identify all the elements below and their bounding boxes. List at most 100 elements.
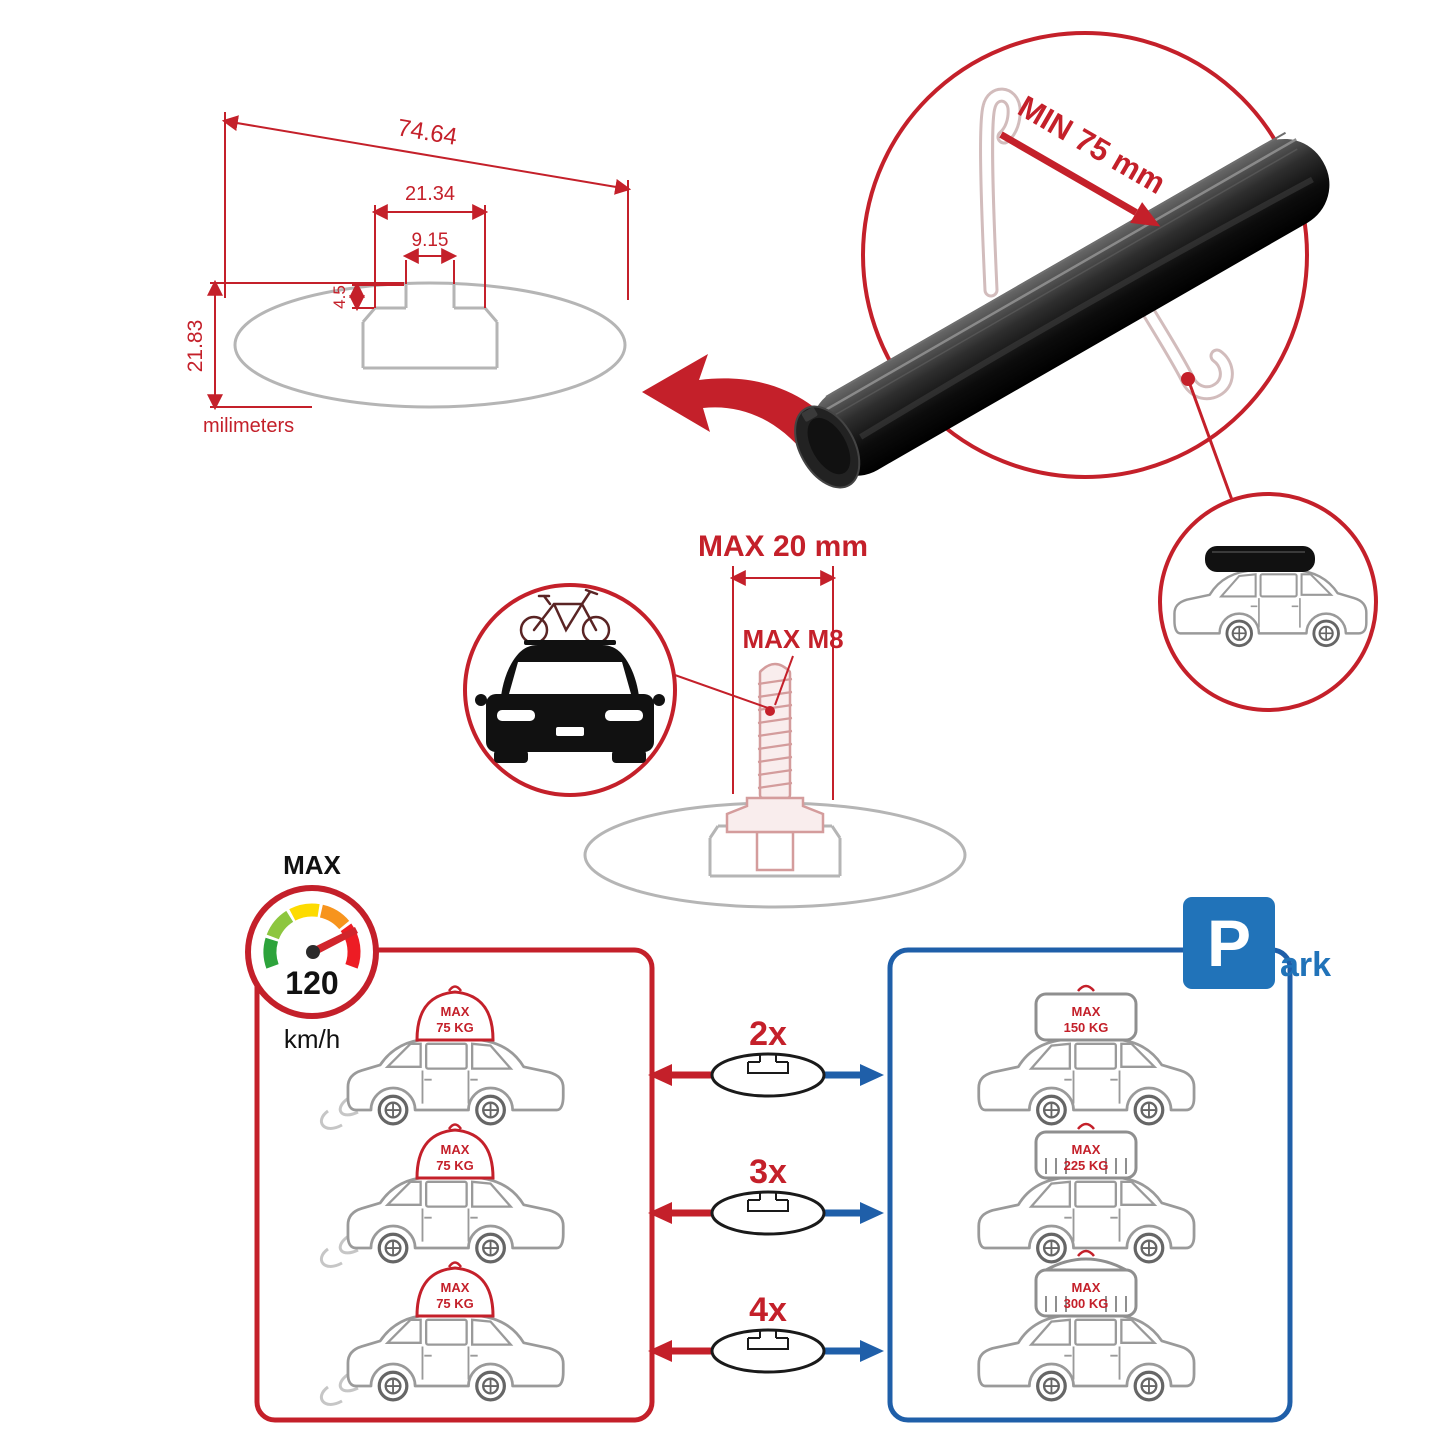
parking-letter: P [1207,906,1251,980]
right-car-3: MAX 300 KG [977,1249,1196,1402]
multiplier-label: 2x [749,1015,787,1053]
dim-slot-depth-label: 4.5 [330,285,349,309]
dim-slot-width-label: 9.15 [412,230,449,251]
bolt-pointer-dot [765,706,775,716]
bolt-spec-section: MAX 20 mm MAX M8 [463,530,967,909]
left-car-3: MAX 75 KG [320,1261,565,1406]
min-clamp-arrow-head [1130,202,1161,227]
parking-suffix: ark [1280,946,1331,984]
roof-cargo-bag [415,1266,495,1318]
dim-unit-label: milimeters [203,415,294,437]
gauge-hub [306,945,320,959]
load-value: 225 KG [1064,1158,1109,1173]
red-arrow-head [648,1202,672,1224]
basket-load-bump [1045,1257,1127,1272]
load-value: 150 KG [1064,1020,1109,1035]
right-car-1: MAX 150 KG [977,984,1196,1126]
bag-handle [447,1123,463,1130]
speed-limit-gauge: MAX 120 km/h [245,850,379,1054]
load-label: MAX [1072,1280,1101,1295]
speed-max-label: MAX [283,850,341,880]
roof-box [1034,992,1138,1042]
bar-profile-slot [747,1193,789,1212]
bar-profile-icon [710,1190,826,1236]
bolt-threads [757,677,793,790]
swoosh-arrow-to-profile-icon [642,354,844,455]
multiplier-label: 3x [749,1153,787,1191]
blue-panel-cars: MAX 150 KG MAX 225 KG MAX 300 KG [977,984,1196,1402]
blue-arrow-head [860,1340,884,1362]
load-value: 75 KG [436,1158,474,1173]
right-car-2: MAX 225 KG [977,1122,1196,1264]
bolt-drawing [725,662,825,872]
dimension-lines [207,112,632,411]
dim-channel-width-label: 21.34 [405,183,455,205]
speed-value: 120 [285,965,338,1001]
mirror-right [653,694,665,706]
headlight-left [497,710,535,721]
bar-count-row-2: 3x [648,1153,884,1236]
left-car-2: MAX 75 KG [320,1123,565,1268]
load-label: MAX [441,1004,470,1019]
bar-count-row-1: 2x [648,1015,884,1098]
bolt-dimension-lines [671,566,837,800]
red-arrow-head [648,1064,672,1086]
speed-unit: km/h [284,1024,340,1054]
parking-sign: P ark [1183,897,1331,989]
clamp-strap-upper [979,87,1022,298]
car-front-with-bike-circle [463,583,677,797]
dim-total-width-label: 74.64 [395,114,459,151]
load-capacity-section: P ark MAX 120 km/h 2x [245,850,1331,1423]
license-plate [556,727,584,736]
red-arrow-head [648,1340,672,1362]
basket-slats [1045,1158,1127,1174]
basket-slats [1045,1296,1127,1312]
wheel-left [494,750,528,763]
load-value: 300 KG [1064,1296,1109,1311]
blue-arrow-head [860,1064,884,1086]
bar-profile-slot [747,1331,789,1350]
mirror-left [475,694,487,706]
profile-ellipse-outline [233,281,627,409]
box-tie-mark [1077,1249,1095,1257]
bar-profile-icon [710,1052,826,1098]
crossbar-profile-dimension-drawing: 74.64 21.34 9.15 4.5 21.83 milimeters [184,112,844,455]
gauge-arc-segments [263,903,361,969]
profile-t-slot-channel [361,285,499,370]
dim-total-height-label: 21.83 [184,320,207,373]
clamp-strap-lower [1138,300,1234,401]
bolt-max-thread-label: MAX M8 [742,624,843,654]
load-value: 75 KG [436,1020,474,1035]
black-roof-box [1205,546,1315,572]
bar-count-rows: 2x 3x 4x [648,1015,884,1374]
left-car-1: MAX 75 KG [320,985,565,1130]
bag-handle [447,1261,463,1268]
bar-profile-slot [747,1055,789,1074]
load-label: MAX [1072,1142,1101,1157]
wheel-right [612,750,646,763]
connector-line-to-suv-circle [1186,378,1234,501]
car-front-view-icon [475,640,665,763]
blue-arrow-head [860,1202,884,1224]
bolt-max-length-label: MAX 20 mm [698,530,868,563]
roof-basket [1034,1268,1138,1318]
windshield [509,662,631,694]
suv-with-roofbox-circle [1158,492,1378,712]
roof-cargo-bag [415,990,495,1042]
bar-profile-icon [710,1328,826,1374]
parking-sign-square [1183,897,1275,989]
multiplier-label: 4x [749,1291,787,1329]
red-panel-cars: MAX 75 KG MAX 75 KG MAX 75 KG [320,985,565,1406]
min-clamp-arrow-shaft [999,131,1138,216]
box-tie-mark [1077,1122,1095,1130]
crossbar-detail-view: MIN 75 mm [794,31,1378,712]
bar-count-row-3: 4x [648,1291,884,1374]
load-label: MAX [441,1280,470,1295]
load-value: 75 KG [436,1296,474,1311]
gauge-needle [308,927,358,957]
bag-handle [447,985,463,992]
box-tie-mark [1077,984,1095,992]
load-label: MAX [441,1142,470,1157]
load-label: MAX [1072,1004,1101,1019]
